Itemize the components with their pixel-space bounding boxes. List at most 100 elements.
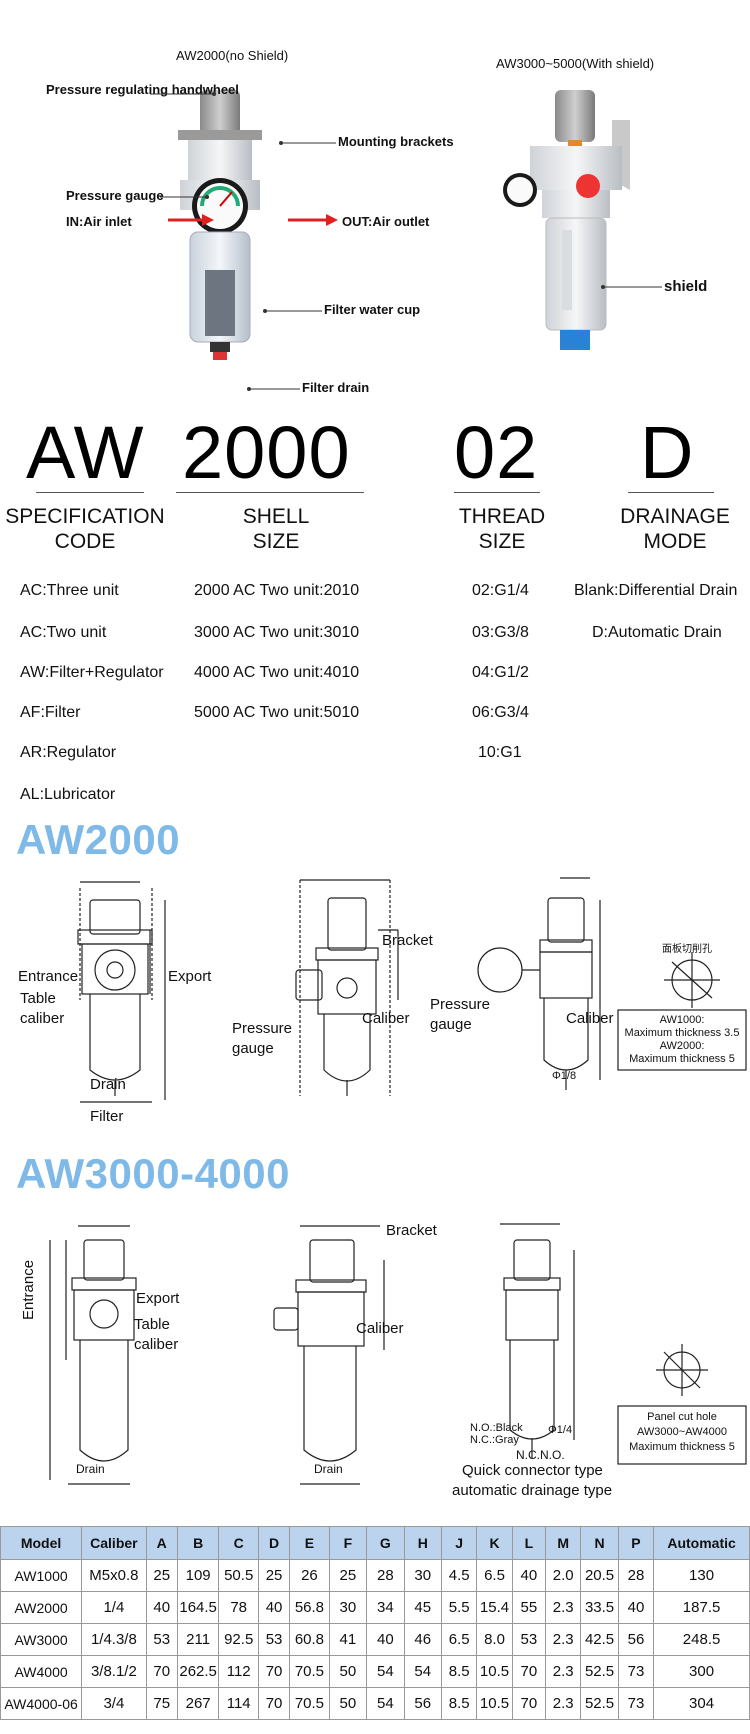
size-option: 4000 AC Two unit:4010	[194, 664, 360, 681]
table-cell: 20.5	[580, 1559, 619, 1592]
table-cell: 33.5	[580, 1591, 619, 1624]
table-cell: 70	[257, 1655, 291, 1688]
table-header: C	[218, 1526, 259, 1560]
caption-thread-line2: SIZE	[478, 530, 526, 553]
caption-drain: DRAINAGE MODE	[600, 504, 750, 554]
aw3000-front-view	[49, 1225, 137, 1485]
table-cell: 1/4.3/8	[81, 1623, 147, 1656]
table-cell: 8.5	[440, 1655, 478, 1688]
table-cell: AW3000	[0, 1623, 83, 1656]
thread-option: 06:G3/4	[472, 704, 529, 721]
aw3000-drain-view	[500, 1223, 575, 1458]
table-cell: 78	[218, 1591, 259, 1624]
table-cell: 60.8	[289, 1623, 330, 1656]
aw2000-section-title: AW2000	[16, 816, 181, 863]
aw2000-panel-cn-label: 面板切削孔	[662, 944, 712, 955]
table-cell: 40	[257, 1591, 291, 1624]
table-cell: 5.5	[440, 1591, 478, 1624]
table-cell: 3/4	[81, 1687, 147, 1720]
aw3000-entrance-label: Entrance	[20, 1259, 37, 1320]
table-cell: 109	[176, 1559, 220, 1592]
spec-option: AC:Two unit	[20, 624, 107, 641]
thread-option: 04:G1/2	[472, 664, 529, 681]
table-cell: 187.5	[653, 1591, 750, 1624]
inlet-arrow	[168, 214, 214, 226]
table-header: P	[617, 1526, 655, 1560]
aw3000-side-view	[273, 1225, 385, 1485]
table-cell: 114	[218, 1687, 259, 1720]
code-size: 2000	[182, 411, 351, 494]
table-cell: 70	[511, 1687, 546, 1720]
table-cell: 25	[328, 1559, 368, 1592]
table-header-row: Model Caliber A B C D E F G H J K L M N …	[0, 1526, 750, 1560]
aw2000-caliber2-label: Caliber	[362, 1010, 410, 1027]
table-cell: 28	[617, 1559, 655, 1592]
caption-drain-line1: DRAINAGE	[620, 505, 730, 528]
aw2000-gauge2-label: gauge	[430, 1016, 472, 1033]
caption-size-line1: SHELL	[242, 505, 310, 528]
size-option: 3000 AC Two unit:3010	[194, 624, 360, 641]
table-cell: 56	[403, 1687, 442, 1720]
outlet-arrow	[288, 214, 338, 226]
thread-option: 02:G1/4	[472, 582, 529, 599]
table-cell: 1/4	[81, 1591, 147, 1624]
table-cell: 304	[653, 1687, 750, 1720]
drain-option: D:Automatic Drain	[592, 624, 722, 641]
table-cell: 10.5	[476, 1655, 513, 1688]
aw2000-table-label: Table	[20, 990, 56, 1007]
code-spec-underline	[36, 492, 144, 493]
aw3000-nc-label: N.C.:Gray	[470, 1434, 519, 1446]
table-header: A	[145, 1526, 178, 1560]
aw2000-caliber3-label: Caliber	[566, 1010, 614, 1027]
aw3000-box-line: Maximum thickness 5	[629, 1441, 735, 1453]
table-cell: 6.5	[440, 1623, 478, 1656]
table-cell: 15.4	[476, 1591, 513, 1624]
size-option: 5000 AC Two unit:5010	[194, 704, 360, 721]
table-cell: 30	[403, 1559, 442, 1592]
handwheel-leader	[150, 92, 216, 96]
aw3000-table-label: Table	[134, 1316, 170, 1333]
table-cell: 2.3	[544, 1623, 582, 1656]
spec-option: AF:Filter	[20, 704, 81, 721]
shield-label: shield	[664, 278, 708, 295]
aw2000-box-line: AW1000:	[659, 1014, 705, 1026]
aw3000-caliber-label: caliber	[134, 1336, 179, 1353]
aw2000-thickness-box: AW1000: Maximum thickness 3.5 AW2000: Ma…	[624, 1014, 740, 1066]
table-cell: 55	[511, 1591, 546, 1624]
aw3000-no-label: N.O.:Black	[470, 1422, 523, 1434]
aw3000-dimension-drawings	[49, 1223, 747, 1485]
aw3000-section-title: AW3000-4000	[16, 1150, 291, 1197]
table-cell: 40	[366, 1623, 405, 1656]
table-header: Automatic	[653, 1526, 750, 1560]
drain-option: Blank:Differential Drain	[574, 582, 738, 599]
code-spec: AW	[26, 411, 145, 494]
drain-label: Filter drain	[302, 380, 370, 395]
aw2000-export-label: Export	[168, 968, 212, 985]
aw3000-box-line: AW3000~AW4000	[637, 1426, 727, 1438]
table-cell: 53	[257, 1623, 291, 1656]
table-cell: 2.3	[544, 1687, 582, 1720]
aw2000-entrance-label: Entrance	[18, 968, 79, 985]
table-cell: 50	[328, 1687, 368, 1720]
aw3000-phi-label: Φ1/4	[548, 1424, 573, 1436]
table-cell: 53	[511, 1623, 546, 1656]
caption-thread-line1: THREAD	[458, 505, 546, 528]
aw3000-ncno-label: N.C.N.O.	[516, 1448, 565, 1462]
table-cell: 164.5	[176, 1591, 220, 1624]
table-cell: 4.5	[440, 1559, 478, 1592]
gauge-leader	[160, 195, 209, 199]
table-cell: 52.5	[580, 1687, 619, 1720]
table-cell: 8.5	[440, 1687, 478, 1720]
caption-thread: THREAD SIZE	[432, 504, 572, 554]
table-cell: 112	[218, 1655, 259, 1688]
table-header: E	[289, 1526, 330, 1560]
table-cell: 25	[257, 1559, 291, 1592]
aw3000-box-line: Panel cut hole	[647, 1411, 717, 1423]
aw3000-bracket-label: Bracket	[386, 1222, 437, 1239]
aw2000-box-line: AW2000:	[659, 1040, 705, 1052]
table-cell: AW4000-06	[0, 1687, 83, 1720]
